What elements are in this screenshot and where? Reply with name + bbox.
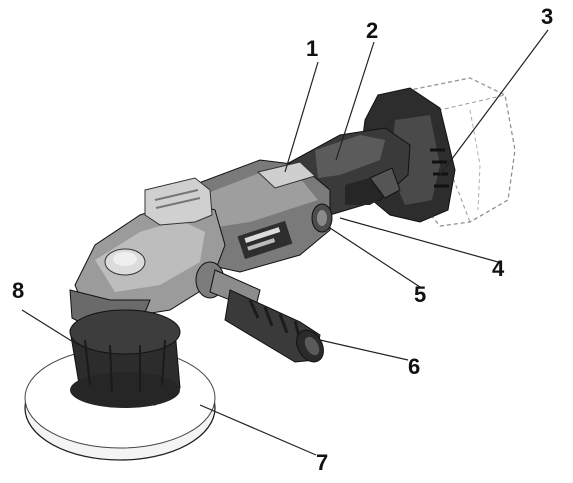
leader-lines bbox=[21, 29, 549, 456]
leader-3 bbox=[439, 29, 549, 176]
leader-2 bbox=[335, 41, 375, 161]
callout-5: 5 bbox=[414, 282, 426, 307]
leader-4 bbox=[339, 217, 499, 263]
callout-2: 2 bbox=[366, 18, 378, 43]
callout-7: 7 bbox=[316, 450, 328, 475]
leader-8 bbox=[21, 309, 79, 346]
callout-numbers: 1 2 3 4 5 6 7 8 bbox=[12, 4, 553, 475]
gear-head bbox=[69, 177, 226, 331]
callout-3: 3 bbox=[541, 4, 553, 29]
leader-6 bbox=[319, 339, 409, 361]
leader-1 bbox=[284, 61, 319, 173]
callout-6: 6 bbox=[408, 354, 420, 379]
polishing-pad bbox=[24, 309, 216, 461]
callout-8: 8 bbox=[12, 278, 24, 303]
auxiliary-handle bbox=[195, 261, 324, 363]
leader-5 bbox=[329, 227, 421, 288]
callout-4: 4 bbox=[492, 256, 505, 281]
callout-1: 1 bbox=[306, 36, 318, 61]
leader-7 bbox=[199, 404, 317, 456]
